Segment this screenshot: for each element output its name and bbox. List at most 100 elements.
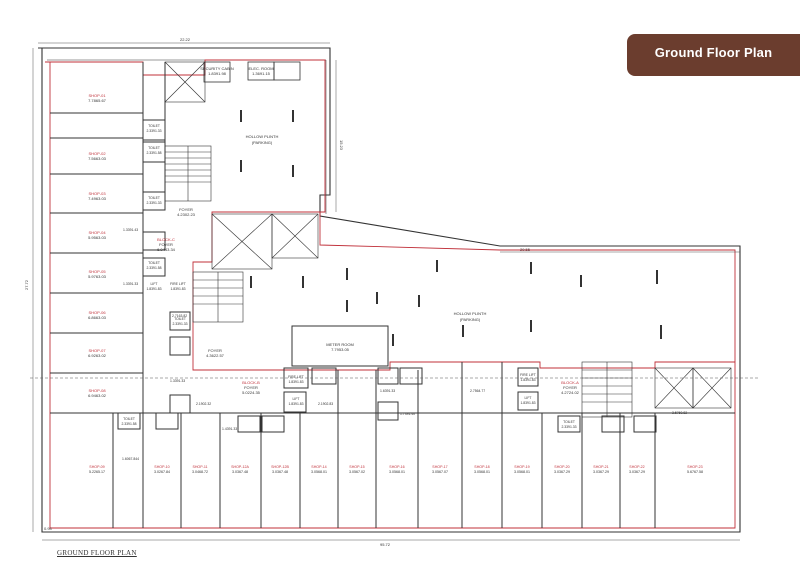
lift-area: 1.8391.83	[146, 287, 161, 291]
security-area: 1.8391.98	[208, 71, 227, 76]
block-area: 5.0224.35	[242, 390, 261, 395]
block-name: BLOCK-A	[561, 380, 579, 385]
shop-name: SHOP-12A	[231, 465, 249, 469]
shop-area: 3.0568.01	[311, 470, 327, 474]
dimension-lines	[30, 42, 760, 541]
security-label: SECURITY CABIN	[200, 66, 234, 71]
room-labels: HOLLOW PLINTH (PARKING) HOLLOW PLINTH (P…	[177, 66, 486, 358]
dim-right-upper: 15.23	[339, 140, 344, 151]
shop-area: 5.6767.58	[687, 470, 703, 474]
toilet-label: TOILET	[148, 124, 160, 128]
small-dim: 1.3391.43	[123, 228, 138, 232]
block-name: BLOCK-B	[242, 380, 260, 385]
hollow-plinth-label: HOLLOW PLINTH	[246, 134, 279, 139]
parking-label: (PARKING)	[460, 317, 481, 322]
shop-name: SHOP-10	[154, 465, 169, 469]
shop-area: 6.9263.02	[88, 353, 107, 358]
block-name: BLOCK-C	[157, 237, 175, 242]
toilet-area: 2.3391.33	[561, 425, 576, 429]
toilet-area: 2.3391.58	[146, 151, 161, 155]
shop-name: SHOP-19	[514, 465, 529, 469]
fire-lift-area: 1.8391.83	[288, 380, 303, 384]
plan-caption: GROUND FLOOR PLAN	[57, 549, 137, 557]
small-dim: 1.3391.33	[170, 379, 185, 383]
small-dim: 3.5760.82	[672, 411, 687, 415]
shop-area: 6.8663.03	[88, 315, 107, 320]
meter-room-area: 7.7953.05	[331, 347, 350, 352]
shop-area: 3.0567.02	[349, 470, 365, 474]
fire-lift-label: FIRE LIFT	[520, 373, 536, 377]
toilet-label: TOILET	[563, 420, 575, 424]
shop-area: 7.7865.67	[88, 98, 107, 103]
shop-area: 3.0367.29	[593, 470, 609, 474]
block-area: 4.2724.02	[561, 390, 580, 395]
lift-label: LIFT	[525, 396, 532, 400]
shop-name: SHOP-18	[474, 465, 489, 469]
shop-area: 3.0468.72	[192, 470, 208, 474]
foyer-area: 4.3622.57	[206, 353, 225, 358]
small-dim: 1.3391.33	[123, 282, 138, 286]
shop-name: SHOP-23	[687, 465, 702, 469]
fire-lift-area: 1.8391.83	[170, 287, 185, 291]
lift-area: 1.8391.83	[288, 402, 303, 406]
shop-area: 3.0367.29	[629, 470, 645, 474]
stair-core	[164, 61, 732, 418]
shop-name: SHOP-04	[88, 230, 106, 235]
hollow-plinth-label: HOLLOW PLINTH	[454, 311, 487, 316]
block-labels: BLOCK-C FOYER 6.0443.34 BLOCK-B FOYER 5.…	[157, 237, 580, 395]
shop-area: 7.5663.03	[88, 156, 107, 161]
shop-area: 3.0267.84	[154, 470, 170, 474]
small-dim: 2.7564.77	[470, 389, 485, 393]
toilet-label: TOILET	[148, 196, 160, 200]
small-dim: 1.6391.33	[380, 389, 395, 393]
fire-lift-area: 1.8391.83	[520, 378, 535, 382]
page-title: Ground Floor Plan	[654, 45, 773, 60]
parking-label: (PARKING)	[252, 140, 273, 145]
shop-name: SHOP-11	[192, 465, 207, 469]
shop-area: 3.0568.01	[474, 470, 490, 474]
shop-area: 3.0367.48	[272, 470, 288, 474]
small-dim: 2.1902.83	[318, 402, 333, 406]
shop-area: 3.0367.48	[232, 470, 248, 474]
shop-area: 3.0367.29	[554, 470, 570, 474]
elec-area: 1.3691.15	[252, 71, 271, 76]
toilet-area: 2.3391.33	[146, 129, 161, 133]
toilet-label: TOILET	[174, 317, 186, 321]
small-dim: 1.4391.33	[222, 427, 237, 431]
shop-name: SHOP-01	[88, 93, 106, 98]
shop-area: 5.9563.03	[88, 235, 107, 240]
block-foyer: FOYER	[563, 385, 577, 390]
shop-name: SHOP-02	[88, 151, 106, 156]
foyer-label: FOYER	[208, 348, 222, 353]
bottom-shop-labels: SHOP-09 5.2265.17 SHOP-10 3.0267.84 SHOP…	[89, 465, 703, 474]
shop-name: SHOP-06	[88, 310, 106, 315]
small-dim: 1.6067.844	[122, 457, 139, 461]
dim-mid: 29.55	[520, 247, 531, 252]
shop-area: 5.9763.03	[88, 274, 107, 279]
shop-name: SHOP-20	[554, 465, 569, 469]
shop-name: SHOP-17	[432, 465, 447, 469]
top-rooms	[203, 61, 301, 83]
dim-left: 27.72	[24, 279, 29, 290]
shop-name: SHOP-08	[88, 388, 106, 393]
shop-area: 5.2265.17	[89, 470, 105, 474]
shop-area: 3.0568.01	[514, 470, 530, 474]
dimension-labels: 22.22 95.72 27.72 15.23 29.55 0.94	[24, 37, 531, 547]
title-badge: Ground Floor Plan	[627, 34, 800, 76]
shop-name: SHOP-12B	[271, 465, 289, 469]
fire-lift-label: FIRE LIFT	[288, 375, 304, 379]
toilet-area: 2.3391.33	[146, 201, 161, 205]
elec-label: ELEC. ROOM	[248, 66, 273, 71]
lift-label: LIFT	[151, 282, 158, 286]
toilet-label: TOILET	[148, 146, 160, 150]
block-foyer: FOYER	[244, 385, 258, 390]
toilet-area: 2.3391.33	[172, 322, 187, 326]
small-dim: 2.1902.32	[196, 402, 211, 406]
shop-name: SHOP-15	[349, 465, 364, 469]
dim-top: 22.22	[180, 37, 191, 42]
bottom-shop-walls	[112, 362, 735, 528]
shop-area: 3.0567.07	[432, 470, 448, 474]
dim-bottom: 95.72	[380, 542, 391, 547]
dim-corner: 0.94	[44, 526, 53, 531]
toilet-area: 2.3391.58	[146, 266, 161, 270]
